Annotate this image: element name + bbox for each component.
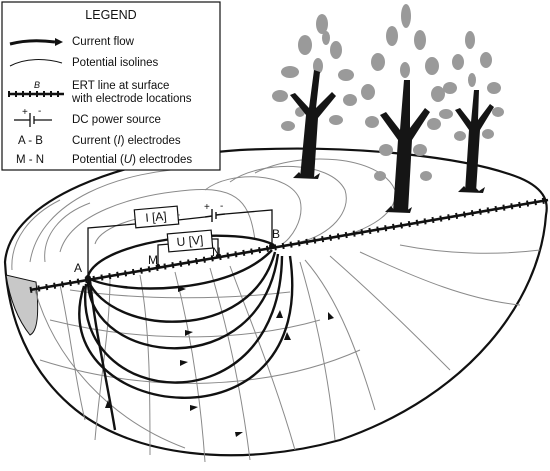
legend-item-isolines: Potential isolines <box>9 57 159 69</box>
trees <box>272 4 504 213</box>
legend-item-current-flow: Current flow <box>9 36 135 48</box>
subsurface-isolines <box>34 244 541 463</box>
tree-left <box>272 14 357 179</box>
legend-label-ert-line-2: with electrode locations <box>71 93 192 105</box>
legend-label-ert-line: ERT line at surface <box>72 80 169 92</box>
legend-title: LEGEND <box>85 8 136 22</box>
tree-middle <box>361 4 445 213</box>
svg-text:+: + <box>204 202 210 213</box>
legend-symbol-ab: A - B <box>18 135 43 147</box>
current-flow-lines <box>78 234 294 431</box>
legend-item-mn: M - N Potential (U) electrodes <box>16 154 192 166</box>
electrode-dots <box>85 243 275 281</box>
current-flow-arrows <box>105 240 334 437</box>
current-meter-label: I [A] <box>145 209 167 225</box>
legend-label-isolines: Potential isolines <box>72 57 159 69</box>
electrode-n-label: N <box>212 245 221 259</box>
electrode-labels: A B M N <box>74 227 280 275</box>
electrode-a-label: A <box>74 261 82 275</box>
tree-right <box>439 31 504 193</box>
svg-text:-: - <box>220 201 223 212</box>
dc-source-symbol: + - <box>204 201 226 222</box>
legend-label-mn: Potential (U) electrodes <box>72 154 192 166</box>
legend-item-ab: A - B Current (I) electrodes <box>18 135 181 147</box>
svg-text:+: + <box>22 107 28 118</box>
ert-surface-line <box>29 197 549 293</box>
legend-item-ert-line: B ERT line at surface with electrode loc… <box>8 80 192 105</box>
electrode-b-label: B <box>272 227 280 241</box>
electrode-m-label: M <box>148 253 158 267</box>
svg-text:-: - <box>38 106 41 117</box>
legend-box <box>1 1 221 171</box>
surface-isolines <box>11 158 396 271</box>
legend-item-dc-source: + - DC power source <box>14 106 161 127</box>
current-meter: I [A] <box>133 205 180 229</box>
voltage-meter-label: U [V] <box>176 233 204 249</box>
voltage-meter: U [V] <box>166 229 214 253</box>
legend: LEGEND Current flow Potential isolines B… <box>1 1 221 171</box>
legend-ert-symbol-letter: B <box>34 80 40 90</box>
legend-label-current-flow: Current flow <box>72 36 135 48</box>
circuit-wiring <box>87 209 273 276</box>
legend-label-ab: Current (I) electrodes <box>72 135 181 147</box>
legend-label-dc-source: DC power source <box>72 114 161 126</box>
ground-cut-shade <box>5 274 39 336</box>
legend-symbol-mn: M - N <box>16 154 44 166</box>
